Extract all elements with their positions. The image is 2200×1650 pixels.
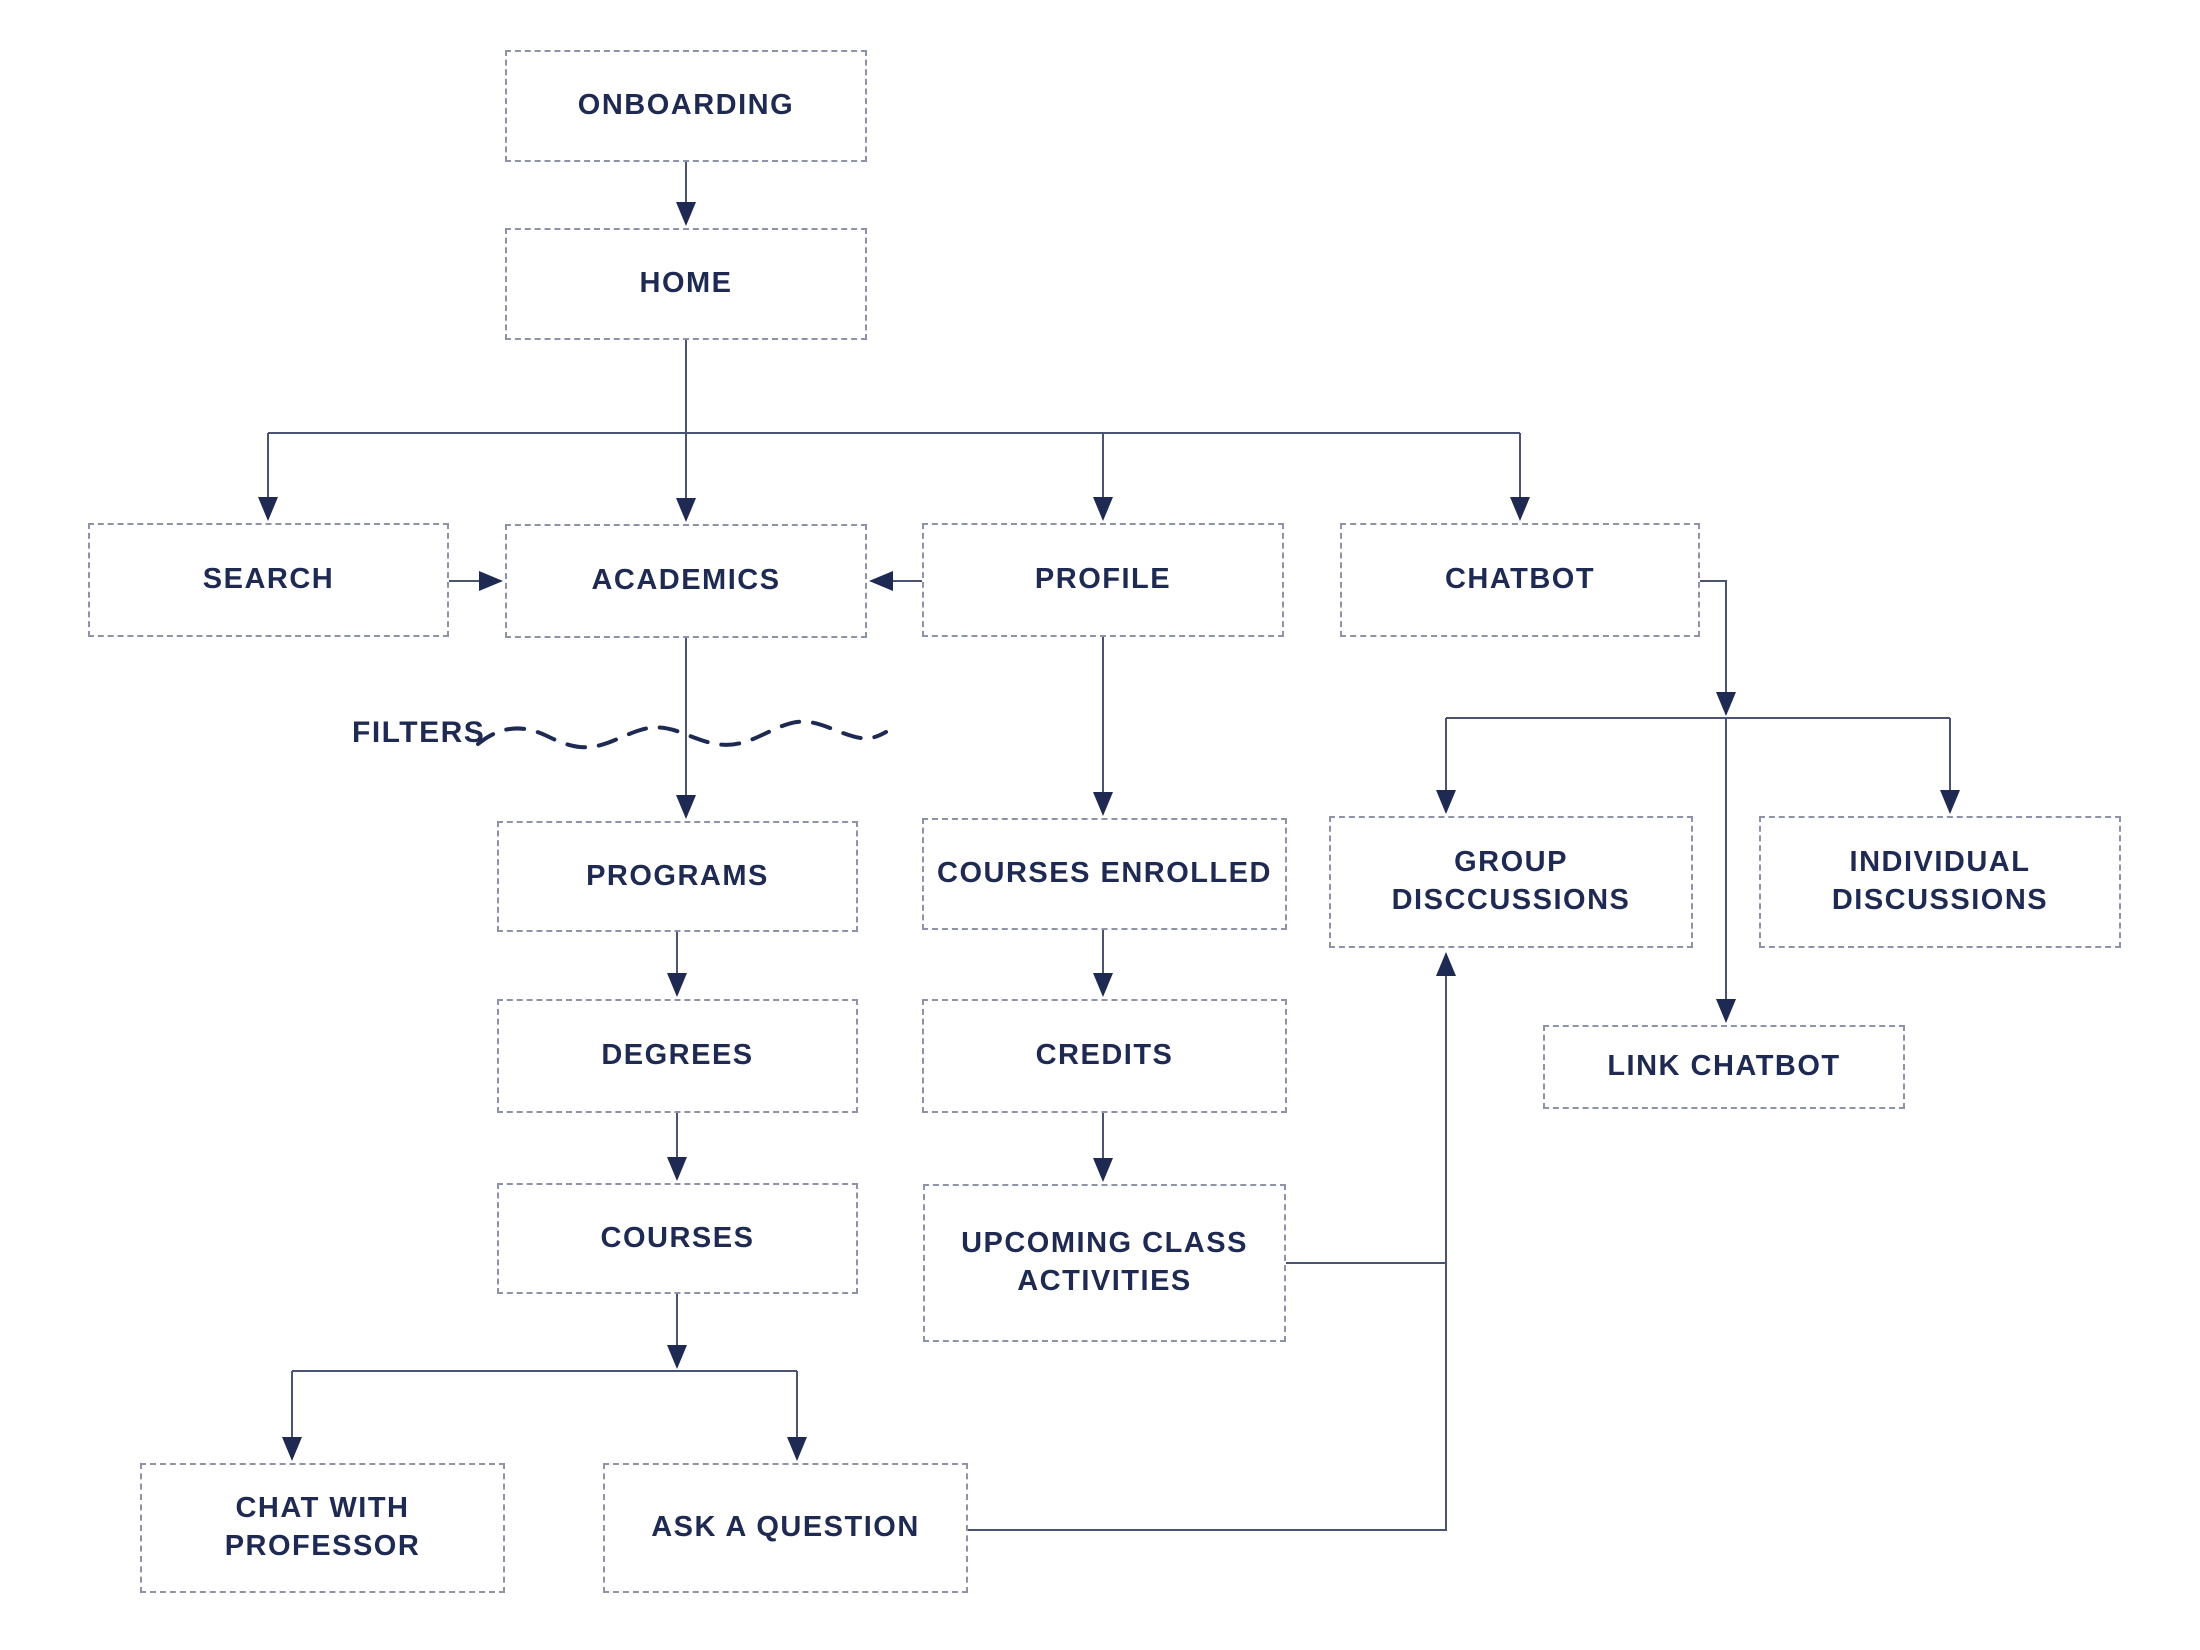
- node-label: SEARCH: [202, 563, 335, 596]
- node-academics: ACADEMICS: [505, 524, 867, 638]
- node-label: CREDITS: [1035, 1039, 1174, 1072]
- node-label: PROFILE: [1034, 563, 1172, 596]
- node-label: CHAT WITH PROFESSOR: [224, 1492, 421, 1562]
- node-link-chatbot: LINK CHATBOT: [1543, 1025, 1905, 1109]
- edge-ask-question-group: [968, 952, 1456, 1531]
- node-individual-discussions: INDIVIDUAL DISCUSSIONS: [1759, 816, 2121, 948]
- node-courses: COURSES: [497, 1183, 858, 1294]
- node-label: ASK A QUESTION: [651, 1511, 920, 1544]
- node-label: COURSES ENROLLED: [937, 857, 1272, 890]
- node-chatbot: CHATBOT: [1340, 523, 1700, 637]
- node-label: DEGREES: [601, 1039, 754, 1072]
- node-courses-enrolled: COURSES ENROLLED: [922, 818, 1287, 930]
- node-onboarding: ONBOARDING: [505, 50, 867, 162]
- node-group-discussions: GROUP DISCCUSSIONS: [1329, 816, 1693, 948]
- node-label: ACADEMICS: [591, 564, 781, 597]
- node-label: CHATBOT: [1444, 563, 1596, 596]
- node-credits: CREDITS: [922, 999, 1287, 1113]
- node-home: HOME: [505, 228, 867, 340]
- node-label: COURSES: [600, 1221, 755, 1254]
- node-label: UPCOMING CLASS ACTIVITIES: [961, 1227, 1248, 1297]
- edge-chatbot-hook: [1700, 580, 1736, 716]
- filters-wavy-line: [476, 719, 888, 750]
- node-degrees: DEGREES: [497, 999, 858, 1113]
- node-search: SEARCH: [88, 523, 449, 637]
- node-label: INDIVIDUAL DISCUSSIONS: [1831, 846, 2049, 916]
- node-label: HOME: [639, 267, 733, 300]
- node-ask-a-question: ASK A QUESTION: [603, 1463, 968, 1593]
- filters-label: FILTERS: [352, 716, 486, 749]
- node-chat-with-professor: CHAT WITH PROFESSOR: [140, 1463, 505, 1593]
- node-programs: PROGRAMS: [497, 821, 858, 932]
- node-label: LINK CHATBOT: [1607, 1050, 1841, 1083]
- node-label: PROGRAMS: [586, 859, 769, 892]
- node-profile: PROFILE: [922, 523, 1284, 637]
- node-label: ONBOARDING: [577, 89, 795, 122]
- node-upcoming-class-activities: UPCOMING CLASS ACTIVITIES: [923, 1184, 1286, 1342]
- node-label: GROUP DISCCUSSIONS: [1391, 846, 1631, 916]
